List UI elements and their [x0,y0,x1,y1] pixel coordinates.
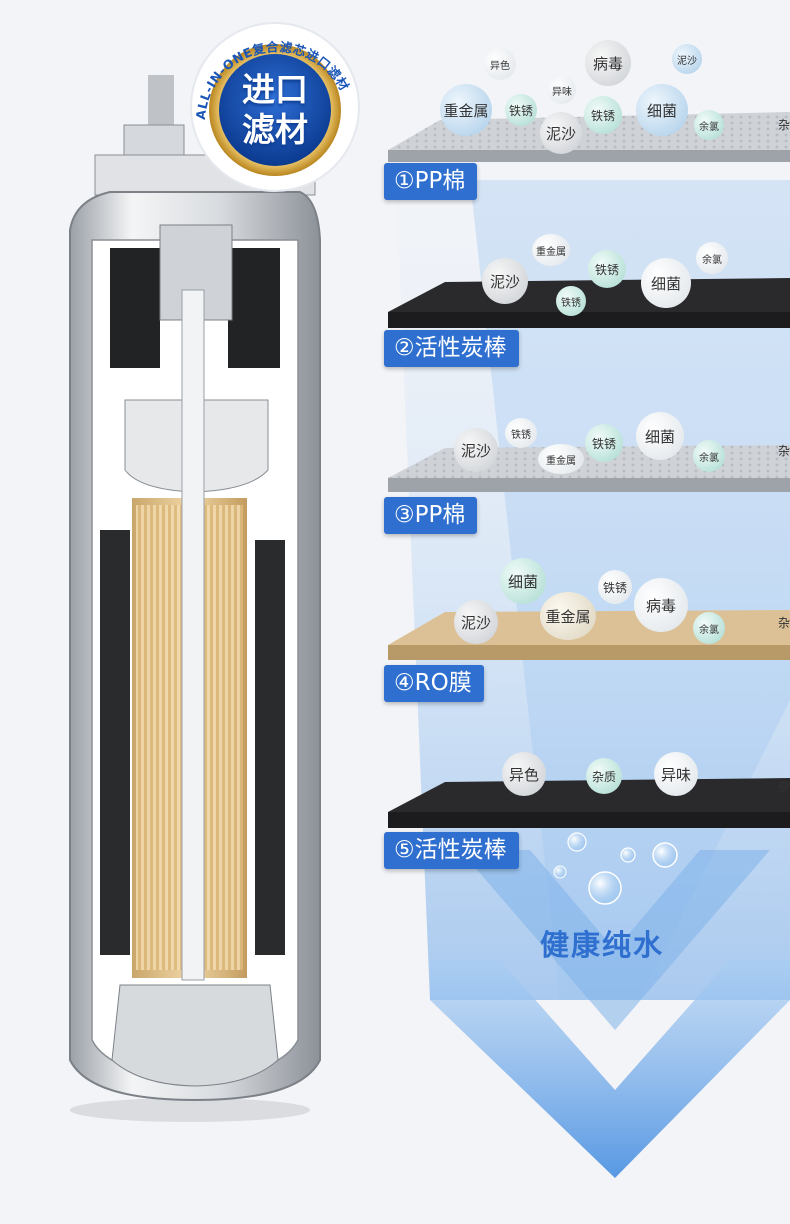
badge: 进口 滤材 [190,22,360,192]
stage-label-3: ③PP棉 [384,497,478,534]
contaminant-bubble: 余氯 [693,612,725,644]
contaminant-bubble: 异味 [654,752,698,796]
layer-edge-text: 杂 [778,616,790,630]
contaminant-bubble: 细菌 [641,258,691,308]
pure-water-arrow-upper [460,850,770,1030]
contaminant-bubble: 病毒 [585,40,631,86]
contaminant-bubble: 铁锈 [588,250,626,288]
contaminant-bubble: 余氯 [696,242,728,274]
contaminant-bubble: 余氯 [694,110,724,140]
layer-edge-text: 杂 [778,118,790,132]
stage-label-2: ②活性炭棒 [384,330,519,367]
badge-title: 进口 滤材 [234,70,316,150]
badge-title-line2: 滤材 [242,110,308,149]
layer-carbon-1 [388,278,790,328]
pure-water-arrow [430,960,790,1178]
contaminant-bubble: 重金属 [532,234,570,266]
layer-edge-text: 杂 [778,780,790,794]
contaminant-bubble: 铁锈 [598,570,632,604]
contaminant-bubble: 铁锈 [585,424,623,462]
stage-label-5: ⑤活性炭棒 [384,832,519,869]
filter-cartridge-illustration [69,75,321,1122]
stage-label-1: ①PP棉 [384,163,478,200]
contaminant-bubble: 泥沙 [672,44,702,74]
contaminant-bubble: 异色 [502,752,546,796]
contaminant-bubble: 异味 [548,76,576,104]
contaminant-bubble: 铁锈 [556,286,586,316]
layer-edge-text: 杂 [778,444,790,458]
badge-title-line1: 进口 [242,70,308,109]
contaminant-bubble: 异色 [484,48,516,80]
result-text: 健康纯水 [540,928,665,962]
contaminant-bubble: 铁锈 [505,418,537,448]
contaminant-bubble: 铁锈 [584,96,622,134]
contaminant-bubble: 杂质 [586,758,622,794]
contaminant-bubble: 重金属 [538,444,584,474]
imported-material-badge-graphic: ALL-IN-ONE复合滤芯进口滤材 [190,22,360,192]
contaminant-bubble: 细菌 [500,558,546,604]
contaminant-bubble: 重金属 [440,84,492,136]
contaminant-bubble: 铁锈 [505,94,537,126]
stage-label-4: ④RO膜 [384,665,484,702]
layer-carbon-2 [388,778,790,828]
contaminant-bubble: 余氯 [693,440,725,472]
water-droplets [553,832,678,905]
contaminant-bubble: 细菌 [636,84,688,136]
contaminant-bubble: 重金属 [540,592,596,640]
contaminant-bubble: 泥沙 [454,428,498,472]
contaminant-bubble: 细菌 [636,412,684,460]
contaminant-bubble: 病毒 [634,578,688,632]
contaminant-bubble: 泥沙 [540,112,582,154]
contaminant-bubble: 泥沙 [482,258,528,304]
contaminant-bubble: 泥沙 [454,600,498,644]
